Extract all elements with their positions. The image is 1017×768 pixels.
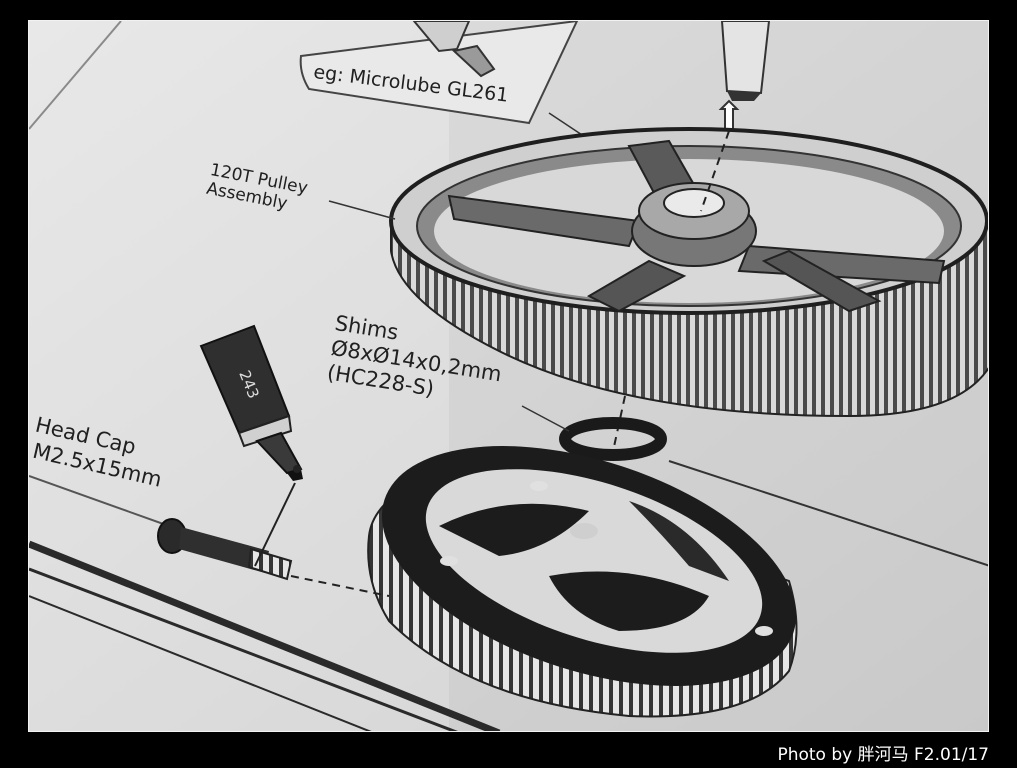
shim-washer: [559, 417, 667, 461]
assembly-guide-line: [668, 460, 988, 567]
page-thin-line: [29, 567, 458, 731]
lubricant-callout-box: [299, 21, 579, 125]
threadlock-bottle-icon: [199, 324, 303, 481]
applicator-icon: [718, 21, 771, 132]
manual-illustration: 243: [29, 21, 988, 731]
grease-tube-icon: [412, 21, 496, 78]
pulley-120t: [389, 127, 988, 418]
page-thin-line-2: [29, 595, 372, 731]
page-thick-line: [29, 540, 501, 731]
lower-pulley: [367, 446, 798, 718]
photo-credit: Photo by 胖河马 F2.01/17: [777, 745, 989, 765]
page-diagonal-line: [29, 21, 122, 130]
manual-photo: 243 eg: Microlube GL261 120T Pulley Asse…: [28, 20, 989, 732]
